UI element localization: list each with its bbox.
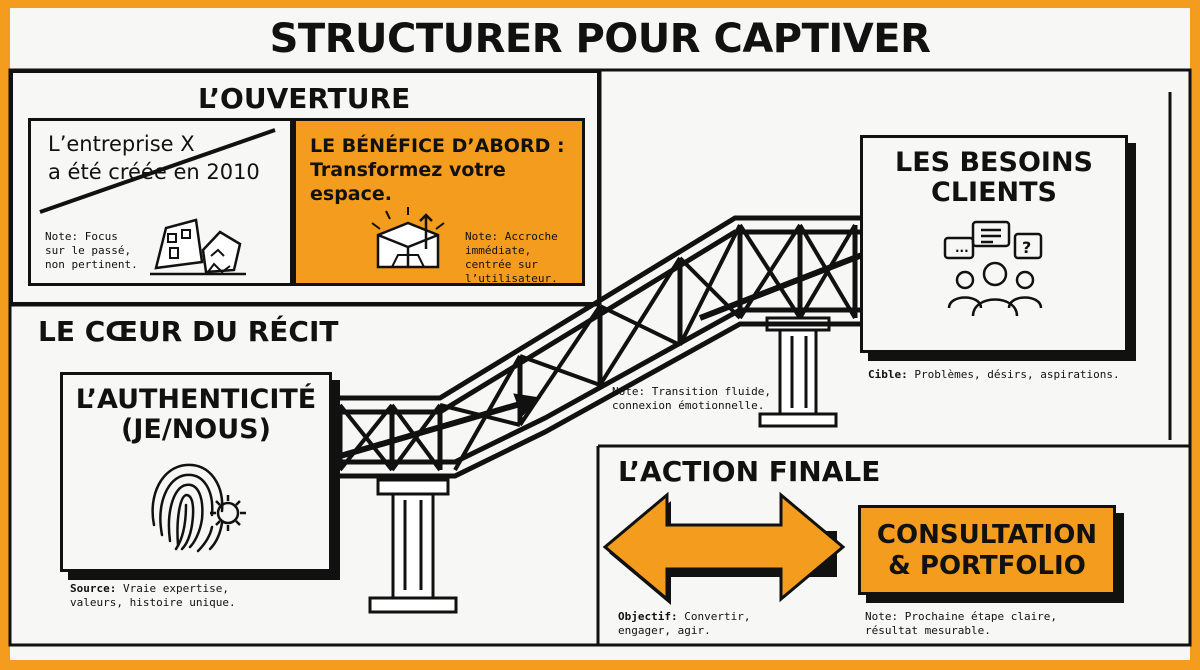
authenticity-line2: (JE/NOUS)	[121, 414, 271, 445]
cta-box	[858, 505, 1116, 595]
cta-line2: & PORTFOLIO	[888, 551, 1086, 581]
source-label: Source:	[70, 582, 117, 595]
benefit-line1: Transformez votre	[310, 159, 506, 181]
cible-note: Cible: Problèmes, désirs, aspirations.	[868, 368, 1120, 382]
authenticity-line1: L’AUTHENTICITÉ	[75, 384, 317, 415]
collapsed-building-icon	[150, 218, 246, 276]
action-heading: L’ACTION FINALE	[618, 455, 881, 488]
source-text: Vraie expertise, valeurs, histoire uniqu…	[70, 582, 236, 609]
cta-note: Note: Prochaine étape claire, résultat m…	[865, 610, 1058, 637]
ellipsis-glyph: ...	[955, 241, 969, 255]
benefit-title: LE BÉNÉFICE D’ABORD :	[310, 135, 565, 157]
benefit-line2: espace.	[310, 183, 392, 205]
main-title: STRUCTURER POUR CAPTIVER	[269, 16, 931, 62]
title-band: STRUCTURER POUR CAPTIVER	[10, 8, 1190, 70]
cta-line1: CONSULTATION	[876, 520, 1098, 550]
old-opening-note: Note: Focus sur le passé, non pertinent.	[45, 230, 138, 271]
question-mark-glyph: ?	[1022, 238, 1031, 257]
people-chat-icon: ... ?	[943, 220, 1043, 317]
client-needs-box	[860, 135, 1128, 353]
double-arrow-icon	[602, 491, 846, 605]
client-needs-line1: LES BESOINS	[894, 147, 1093, 178]
benefit-note: Note: Accroche immédiate, centrée sur l’…	[465, 230, 558, 285]
objectif-label: Objectif:	[618, 610, 678, 623]
transform-space-icon	[371, 207, 445, 269]
bridge-note: Note: Transition fluide, connexion émoti…	[612, 385, 771, 412]
authenticity-box	[60, 372, 332, 572]
coeur-heading: LE CŒUR DU RÉCIT	[38, 315, 339, 348]
old-opening-line1: L’entreprise X	[48, 132, 195, 156]
objectif-note: Objectif: Convertir, engager, agir.	[618, 610, 750, 638]
cible-text: Problèmes, désirs, aspirations.	[907, 368, 1120, 381]
client-needs-line2: CLIENTS	[931, 177, 1057, 208]
objectif-text: Convertir, engager, agir.	[618, 610, 751, 637]
source-note: Source: Vraie expertise, valeurs, histoi…	[70, 582, 236, 610]
fingerprint-icon	[151, 463, 246, 553]
ouverture-heading: L’OUVERTURE	[198, 82, 411, 115]
cible-label: Cible:	[868, 368, 908, 381]
